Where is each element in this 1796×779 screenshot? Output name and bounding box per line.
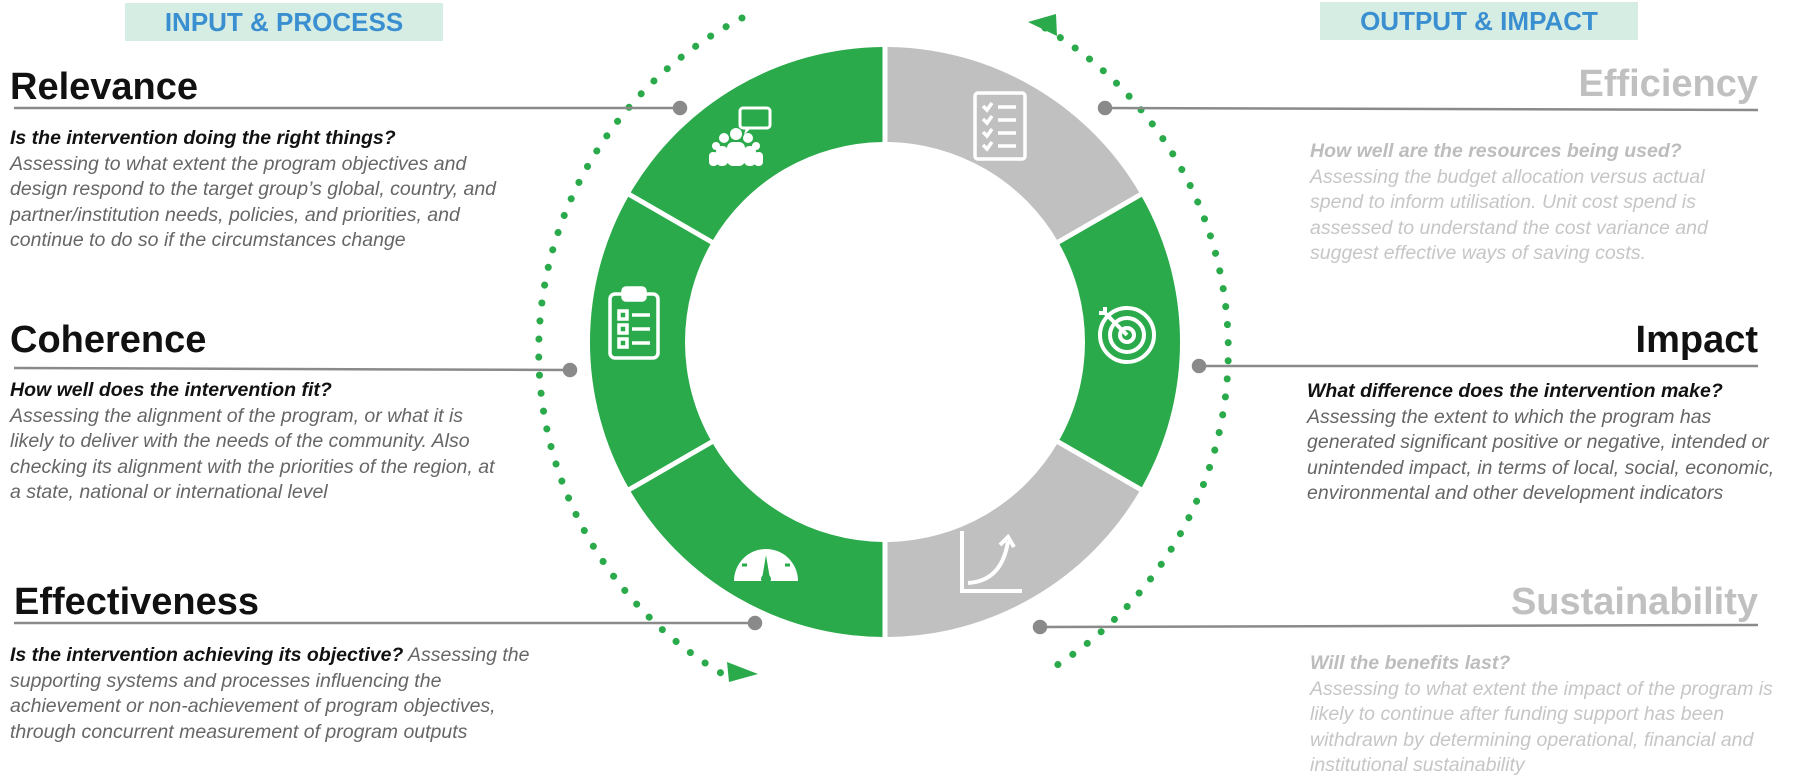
sustainability-text: Assessing to what extent the impact of t…	[1310, 677, 1773, 777]
effectiveness-description: Is the intervention achieving its object…	[10, 643, 555, 745]
effectiveness-question: Is the intervention achieving its object…	[10, 644, 404, 666]
ring-segment-coherence	[589, 194, 712, 490]
efficiency-text: Assessing the budget allocation versus a…	[1310, 165, 1708, 265]
coherence-question: How well does the intervention fit?	[10, 379, 332, 401]
coherence-description: How well does the intervention fit? Asse…	[10, 378, 500, 506]
output-impact-header: OUTPUT & IMPACT	[1320, 2, 1638, 40]
coherence-title: Coherence	[10, 319, 207, 361]
ring-segment-effectiveness	[629, 442, 883, 637]
relevance-description: Is the intervention doing the right thin…	[10, 126, 510, 254]
clipboard-checklist-icon	[608, 286, 660, 360]
left-dotted-arrow-arc	[535, 14, 746, 680]
relevance-text: Assessing to what extent the program obj…	[10, 152, 497, 252]
growth-chart-icon	[960, 531, 1022, 593]
efficiency-title: Efficiency	[1578, 63, 1758, 105]
people-chat-icon	[709, 106, 772, 166]
impact-text: Assessing the extent to which the progra…	[1307, 405, 1775, 505]
efficiency-question: How well are the resources being used?	[1310, 140, 1682, 162]
right-arc-arrowhead	[1028, 14, 1057, 36]
impact-description: What difference does the intervention ma…	[1307, 379, 1777, 507]
efficiency-description: How well are the resources being used? A…	[1310, 139, 1760, 267]
sustainability-description: Will the benefits last? Assessing to wha…	[1310, 651, 1794, 779]
relevance-question: Is the intervention doing the right thin…	[10, 127, 396, 149]
sustainability-question: Will the benefits last?	[1310, 652, 1511, 674]
coherence-text: Assessing the alignment of the program, …	[10, 404, 495, 504]
ring-segment-impact	[1058, 194, 1181, 490]
effectiveness-text: Assessing the supporting systems and pro…	[10, 644, 530, 743]
ring-segment-sustainability	[887, 442, 1141, 637]
gauge-icon	[734, 539, 798, 584]
target-icon	[1098, 306, 1156, 364]
relevance-title: Relevance	[10, 66, 199, 108]
sustainability-title: Sustainability	[1510, 581, 1758, 623]
effectiveness-title: Effectiveness	[14, 581, 260, 623]
input-process-header: INPUT & PROCESS	[125, 3, 443, 41]
checklist-document-icon	[973, 91, 1027, 161]
left-arc-arrowhead	[727, 662, 758, 682]
impact-question: What difference does the intervention ma…	[1307, 380, 1723, 402]
impact-title: Impact	[1635, 319, 1758, 361]
